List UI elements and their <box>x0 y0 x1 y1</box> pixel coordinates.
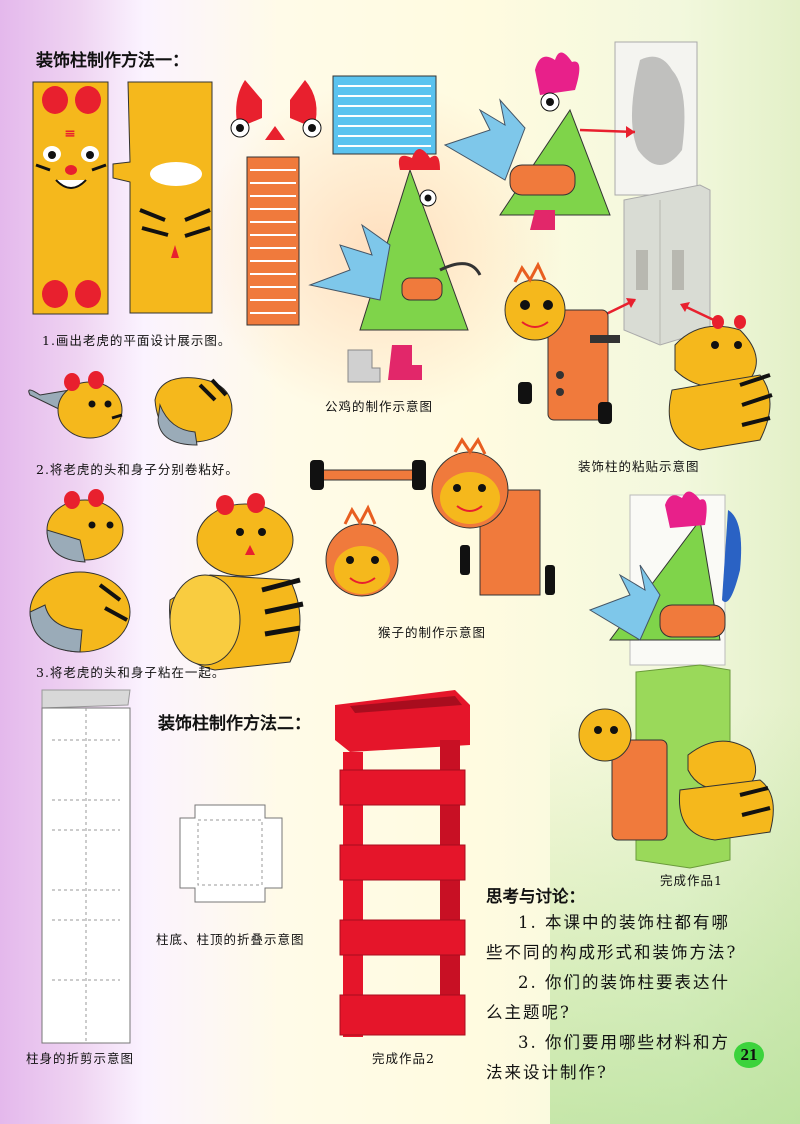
finished-work-1-illustration <box>578 491 774 869</box>
pillar-body-cut-diagram <box>41 689 131 1044</box>
discussion-line: 2. 你们的装饰柱要表达什 <box>518 973 730 992</box>
rooster-finished-illustration <box>443 52 611 230</box>
discussion-body: 1. 本课中的装饰柱都有哪 些不同的构成形式和装饰方法? 2. 你们的装饰柱要表… <box>486 908 786 1088</box>
rooster-comb-cutout-illustration <box>230 80 322 140</box>
discussion-line: 1. 本课中的装饰柱都有哪 <box>518 913 730 932</box>
tiger-step3-parts-illustration <box>29 489 131 653</box>
caption-monkey: 猴子的制作示意图 <box>378 625 487 640</box>
caption-step1: 1.画出老虎的平面设计展示图。 <box>42 333 232 348</box>
discussion-line: 法来设计制作? <box>486 1063 608 1082</box>
finished-work-2-illustration <box>335 690 470 1037</box>
caption-fold-base: 柱底、柱顶的折叠示意图 <box>156 932 305 947</box>
method2-title: 装饰柱制作方法二： <box>158 714 311 734</box>
pillar-paste-illustration <box>579 41 719 346</box>
discussion-title: 思考与讨论： <box>486 887 585 906</box>
pillar-base-fold-diagram <box>179 804 283 903</box>
method1-title: 装饰柱制作方法一： <box>36 51 189 71</box>
monkey-face-illustration <box>325 504 399 597</box>
monkey-arms-illustration <box>310 460 426 490</box>
caption-rooster: 公鸡的制作示意图 <box>325 399 434 414</box>
discussion-line: 些不同的构成形式和装饰方法? <box>486 943 738 962</box>
rooster-assembly-illustration <box>308 149 482 331</box>
caption-body-cut: 柱身的折剪示意图 <box>26 1051 135 1066</box>
tiger-head-flat-illustration: ≡ <box>32 81 109 315</box>
tiger-step3-assembled-illustration <box>169 493 304 671</box>
rooster-feet-illustration <box>347 345 422 383</box>
monkey-pillar-illustration <box>504 261 620 424</box>
orange-strips-illustration <box>246 156 300 326</box>
page-number: 21 <box>734 1042 764 1068</box>
svg-text:≡: ≡ <box>64 126 76 142</box>
discussion-line: 3. 你们要用哪些材料和方 <box>518 1033 730 1052</box>
tiger-step2-head-illustration <box>28 371 123 439</box>
monkey-assembled-illustration <box>431 437 555 596</box>
blue-feather-strips-illustration <box>332 75 437 155</box>
tiger-step2-body-illustration <box>154 377 233 446</box>
tiger-assembled-right-illustration <box>668 315 773 451</box>
caption-finished2: 完成作品2 <box>372 1051 435 1066</box>
caption-step3: 3.将老虎的头和身子粘在一起。 <box>36 665 226 680</box>
caption-pillar-paste: 装饰柱的粘贴示意图 <box>578 459 700 474</box>
caption-step2: 2.将老虎的头和身子分别卷粘好。 <box>36 462 239 477</box>
tiger-body-flat-illustration <box>112 81 213 314</box>
caption-finished1: 完成作品1 <box>660 873 723 888</box>
discussion-line: 么主题呢? <box>486 1003 571 1022</box>
